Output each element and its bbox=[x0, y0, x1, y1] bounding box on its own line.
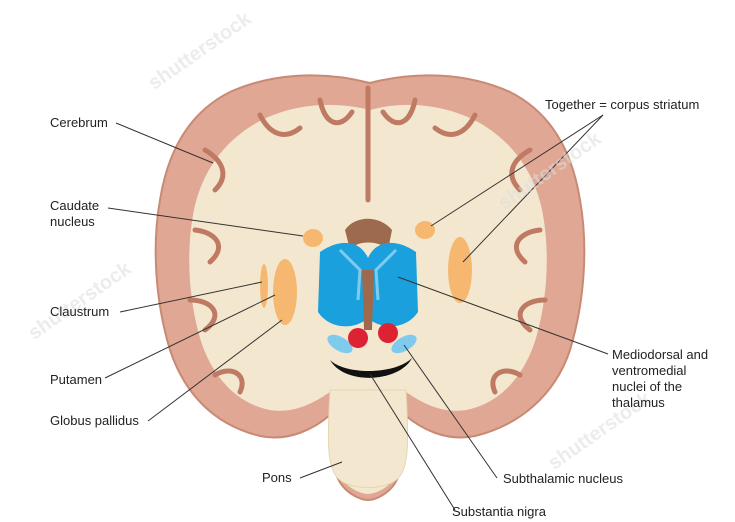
label-claustrum: Claustrum bbox=[50, 304, 109, 320]
putamen-right bbox=[448, 237, 472, 303]
label-putamen: Putamen bbox=[50, 372, 102, 388]
label-caudate-nucleus: Caudate nucleus bbox=[50, 198, 99, 230]
label-substantia-nigra: Substantia nigra bbox=[452, 504, 546, 520]
label-cerebrum: Cerebrum bbox=[50, 115, 108, 131]
red-nucleus-left bbox=[348, 328, 368, 348]
caudate-nucleus-right bbox=[415, 221, 435, 239]
caudate-nucleus-left bbox=[303, 229, 323, 247]
red-nucleus-right bbox=[378, 323, 398, 343]
putamen-left bbox=[273, 259, 297, 325]
label-pons: Pons bbox=[262, 470, 292, 486]
label-subthalamic-nucleus: Subthalamic nucleus bbox=[503, 471, 623, 487]
label-corpus-striatum: Together = corpus striatum bbox=[545, 97, 699, 113]
label-globus-pallidus: Globus pallidus bbox=[50, 413, 139, 429]
label-mediodorsal-nuclei: Mediodorsal and ventromedial nuclei of t… bbox=[612, 347, 708, 411]
